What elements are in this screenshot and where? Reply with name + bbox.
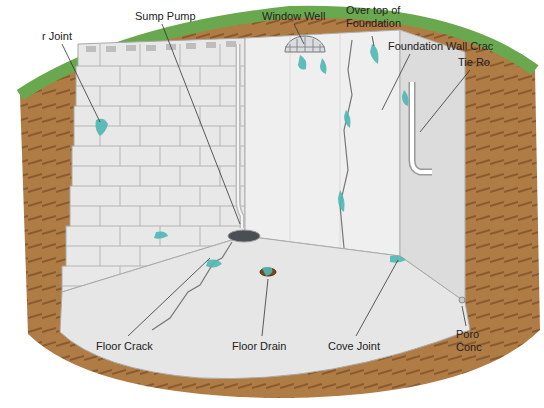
callout-label: Floor Crack [96, 340, 153, 353]
side-wall [400, 30, 465, 302]
callout-label: Window Well [262, 10, 325, 23]
window-well [285, 36, 325, 52]
callout-label: r Joint [42, 30, 72, 43]
form-lines [290, 33, 340, 249]
tie-rod-pipe [412, 82, 432, 172]
water-stains [96, 44, 409, 276]
wall-crack [340, 40, 352, 248]
callout-label: Tie Ro [458, 56, 490, 69]
callout-label: Floor Drain [232, 340, 286, 353]
callout-label: Foundation Wall Crac [388, 40, 493, 53]
floor-drain [260, 268, 276, 276]
discharge-pipe [238, 44, 242, 228]
sump-pit [228, 230, 260, 242]
porous-spot [459, 297, 465, 303]
block-cores [86, 41, 236, 52]
callout-label: Poro Conc [456, 328, 496, 354]
floor-crack [152, 242, 232, 330]
callout-label: Sump Pump [135, 10, 196, 23]
callout-label: Over top of Foundation [346, 4, 418, 30]
soil [20, 12, 540, 398]
leader-lines [62, 24, 470, 336]
floor-slab [60, 236, 470, 379]
tie-rod-highlight [412, 82, 432, 172]
pipe-highlight [238, 44, 242, 228]
back-wall [245, 30, 400, 256]
window-grate [285, 37, 325, 52]
callout-label: Cove Joint [328, 340, 380, 353]
